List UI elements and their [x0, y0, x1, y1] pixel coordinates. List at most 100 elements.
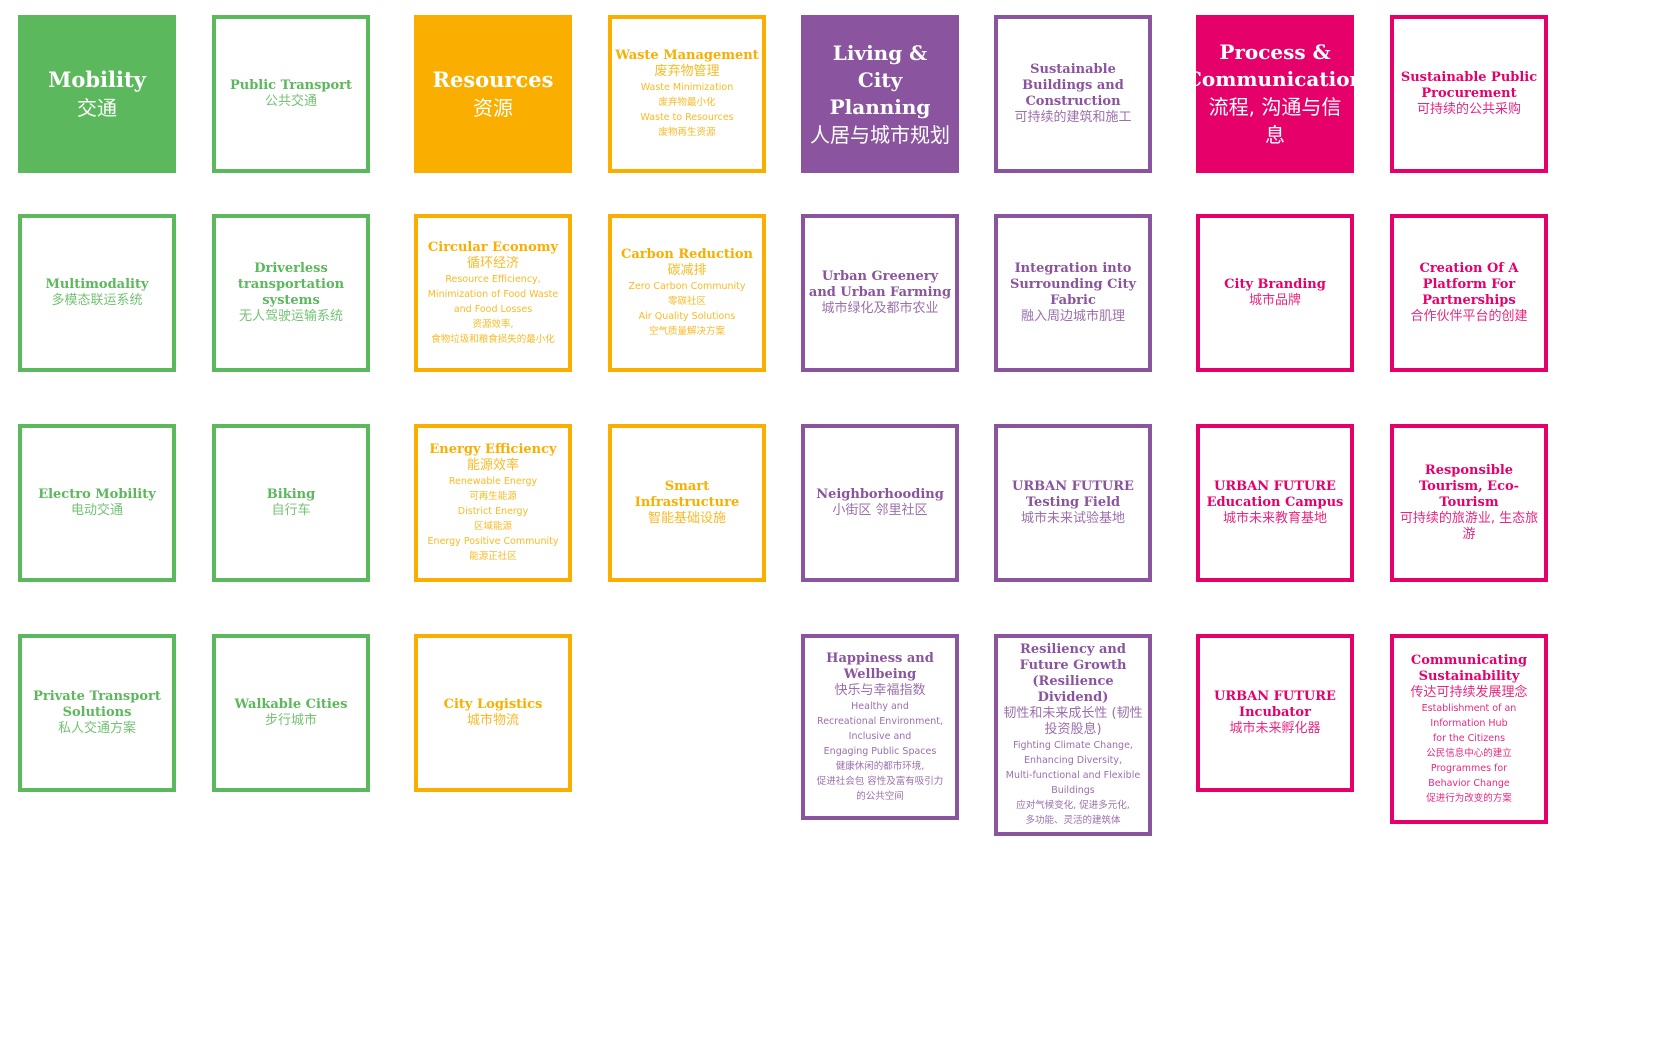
tile-title: Walkable Cities [234, 697, 348, 712]
tile-chinese-title: 城市未来孵化器 [1229, 721, 1321, 736]
tile-detail-line: 可再生能源 [469, 491, 517, 502]
tile-title: URBAN FUTURE Testing Field [1012, 479, 1134, 510]
tile-title: Carbon Reduction [621, 247, 753, 262]
tile-title: Resources [432, 67, 554, 92]
tile-detail-line: 废物再生资源 [658, 127, 716, 138]
tile-chinese-title: 公共交通 [264, 94, 317, 109]
tile-chinese-title: 小街区 邻里社区 [832, 503, 928, 518]
tile-detail-line: 零碳社区 [667, 296, 706, 307]
tile-title: Integration into Surrounding City Fabric [1009, 261, 1137, 308]
tile-detail-line: Engaging Public Spaces [823, 745, 937, 757]
tile-detail-line: Programmes for [1430, 762, 1508, 774]
tile-detail-line: 食物垃圾和粮食损失的最小化 [431, 333, 555, 345]
tile-chinese-title: 电动交通 [70, 503, 123, 518]
category-header-resources-0: Resources 资源 [414, 15, 572, 173]
tile-detail-line: Buildings [1051, 785, 1095, 796]
tile-title: Resiliency and Future Growth (Resilience… [1019, 642, 1127, 705]
tile-title: City Branding [1224, 277, 1326, 292]
tile-title: Sustainable Buildings and Construction [1022, 62, 1124, 109]
tile-title: City Logistics [443, 697, 543, 712]
tile-detail-line: for the Citizens [1432, 732, 1506, 744]
tile-chinese-title: 废弃物管理 [654, 64, 720, 79]
tile-detail-line: Recreational Environment, [817, 715, 943, 727]
tile-detail-line: 多功能、灵活的建筑体 [1025, 815, 1121, 826]
tile-chinese-title: 城市未来教育基地 [1222, 511, 1327, 526]
tile-title: Neighborhooding [816, 487, 944, 502]
tile-title: Responsible Tourism, Eco-Tourism [1418, 463, 1520, 510]
tile-detail-line: 空气质量解决方案 [648, 326, 725, 337]
tile-chinese-title: 融入周边城市肌理 [1020, 309, 1125, 324]
tile-chinese-title: 城市物流 [466, 713, 519, 728]
tile-detail-line: Information Hub [1430, 717, 1508, 729]
tile-detail-line: 的公共空间 [856, 790, 904, 802]
tile-detail-line: Renewable Energy [448, 476, 538, 487]
tile-detail-line: Air Quality Solutions [638, 311, 736, 322]
tile-detail-line: 区域能源 [473, 521, 512, 532]
tile-detail-line: 应对气候变化, 促进多元化, [1016, 800, 1130, 811]
tile-detail-line: Inclusive and [848, 730, 912, 742]
tile-chinese-title: 步行城市 [264, 713, 317, 728]
tile-chinese-title: 私人交通方案 [57, 721, 136, 736]
tile-detail-line: Resource Efficiency, [445, 273, 541, 285]
tile-title: Happiness and Wellbeing [826, 650, 934, 682]
tile-chinese-title: 城市未来试验基地 [1020, 511, 1125, 526]
tile-detail-line: Healthy and [851, 700, 909, 712]
tile-detail-line: 资源效率, [472, 318, 514, 330]
tile-detail-line: 促进社会包 容性及富有吸引力 [816, 775, 944, 787]
tile-title: Energy Efficiency [429, 442, 557, 457]
tile-title: Driverless transportation systems [237, 261, 345, 308]
tile-detail-line: Energy Positive Community [427, 536, 559, 547]
tile-chinese-title: 合作伙伴平台的创建 [1410, 309, 1528, 324]
tile-title: Electro Mobility [38, 487, 156, 502]
tile-chinese-title: 韧性和未来成长性 (韧性投资股息) [1003, 706, 1143, 737]
tile-title: Sustainable Public Procurement [1400, 70, 1538, 101]
tile-detail-line: 能源正社区 [469, 551, 517, 562]
tile-title: Communicating Sustainability [1410, 652, 1528, 684]
tile-detail-line: and Food Losses [453, 303, 533, 315]
tile-title: Process & Communication [1185, 40, 1365, 91]
tile-chinese-title: 资源 [473, 96, 513, 120]
tile-title: Public Transport [229, 78, 353, 93]
tile-chinese-title: 可持续的公共采购 [1416, 102, 1521, 117]
tile-title: Multimodality [45, 277, 149, 292]
tile-chinese-title: 人居与城市规划 [810, 122, 950, 147]
tile-detail-line: Zero Carbon Community [628, 281, 746, 292]
tile-title: URBAN FUTURE Incubator [1214, 689, 1336, 720]
tile-detail-line: 促进行为改变的方案 [1426, 792, 1512, 804]
tile-chinese-title: 可持续的建筑和施工 [1014, 110, 1132, 125]
tile-detail-line: 废弃物最小化 [658, 97, 716, 108]
topic-tile-living-3: Integration into Surrounding City Fabric… [994, 214, 1152, 372]
tile-chinese-title: 快乐与幸福指数 [834, 682, 926, 698]
tile-chinese-title: 城市品牌 [1248, 293, 1301, 308]
tile-chinese-title: 能源效率 [466, 458, 519, 473]
topic-tile-living-7: Resiliency and Future Growth (Resilience… [994, 634, 1152, 836]
tile-title: Biking [266, 487, 316, 502]
tile-chinese-title: 智能基础设施 [647, 511, 726, 526]
tile-detail-line: Waste Minimization [640, 82, 734, 93]
